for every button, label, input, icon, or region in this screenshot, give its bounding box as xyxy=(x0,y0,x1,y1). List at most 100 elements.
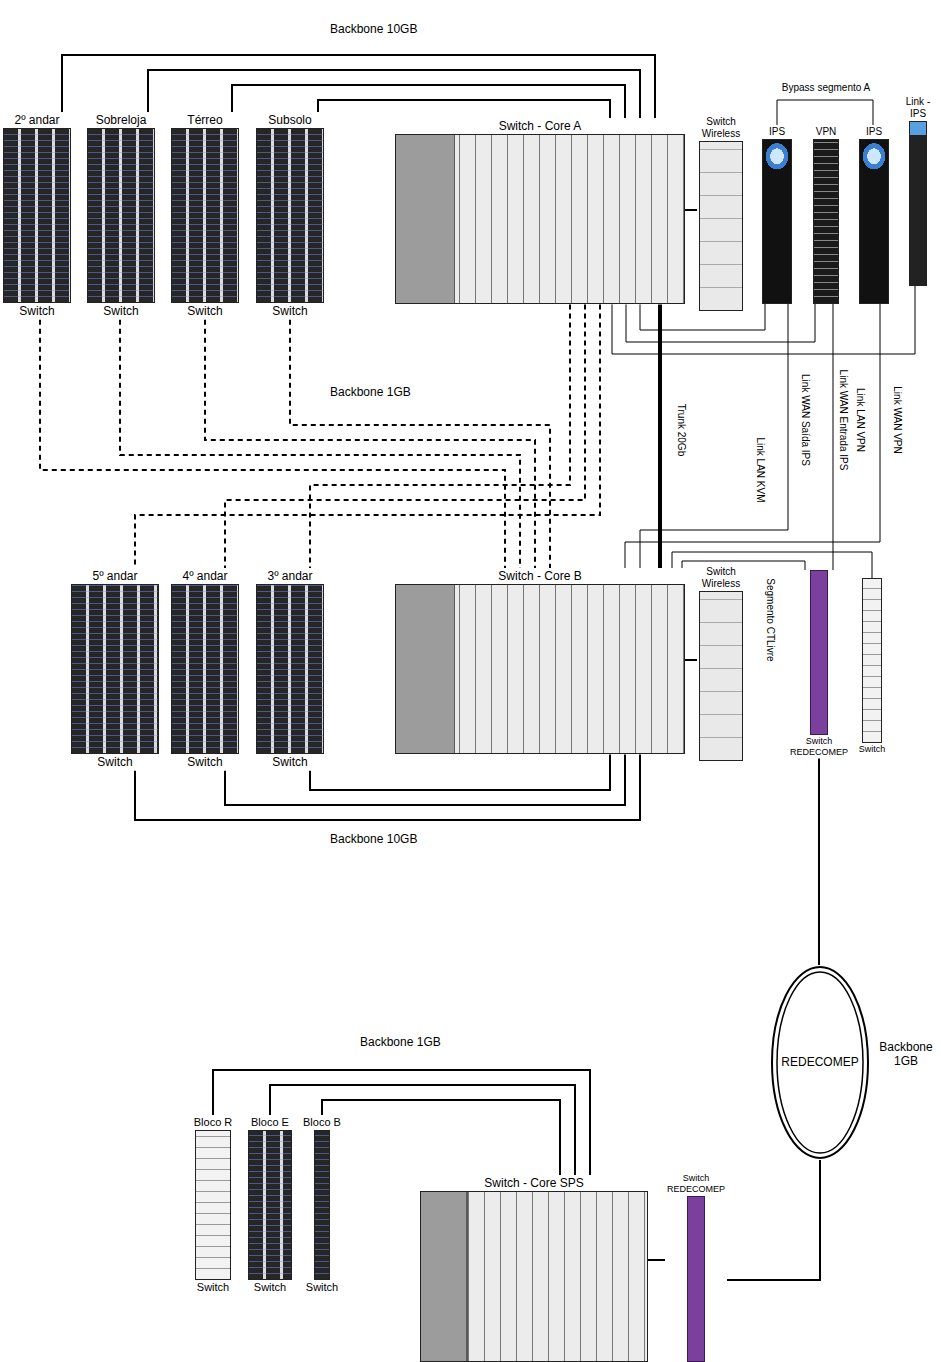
node-label: Switch xyxy=(86,303,156,319)
block-switch: Bloco E Switch xyxy=(244,1115,296,1295)
device-graphic xyxy=(395,134,685,304)
ips-link-device: Link - IPS xyxy=(898,95,938,286)
backbone-link-dashed xyxy=(205,320,535,568)
node-label: 5º andar xyxy=(70,568,160,584)
node-label: Sobreloja xyxy=(86,112,156,128)
node-label: Térreo xyxy=(170,112,240,128)
node-label: Switch - Core SPS xyxy=(420,1175,648,1191)
core-switch: Switch - Core A xyxy=(395,118,685,304)
node-label: 4º andar xyxy=(170,568,240,584)
link-label: Link WAN VPN xyxy=(891,384,903,455)
node-label: Bloco E xyxy=(244,1115,296,1130)
network-link xyxy=(648,1259,665,1261)
node-label: 3º andar xyxy=(255,568,325,584)
link-label: Link LAN KVM xyxy=(754,435,766,504)
device-graphic xyxy=(762,139,792,304)
node-label: Switch REDECOMEP xyxy=(665,1172,727,1196)
link-label: Link WAN Saída IPS xyxy=(799,372,811,468)
floor-switch-stack: 2º andarSwitch xyxy=(2,112,72,320)
device-graphic xyxy=(810,570,828,735)
cloud-ring xyxy=(772,967,868,1158)
backbone-label: Backbone 1GB xyxy=(330,385,411,399)
floor-switch-stack: 5º andarSwitch xyxy=(70,568,160,771)
backbone-link-dashed xyxy=(120,320,520,568)
node-label: Switch xyxy=(70,754,160,770)
backbone-link-dashed xyxy=(40,320,505,568)
node-label: Subsolo xyxy=(255,112,325,128)
network-link xyxy=(135,754,640,820)
ips-appliance: IPS xyxy=(855,125,893,304)
network-link xyxy=(318,100,610,118)
network-link xyxy=(640,304,788,568)
backbone-label: Backbone 1GB xyxy=(876,1040,936,1069)
backbone-label: Backbone 10GB xyxy=(330,832,417,846)
backbone-link-dashed xyxy=(225,304,585,568)
network-link xyxy=(148,70,640,118)
kvm-switch: Switch xyxy=(852,578,892,756)
network-link xyxy=(727,1160,820,1280)
wireless-switch: Switch Wireless xyxy=(697,115,745,311)
floor-switch-stack: 4º andarSwitch xyxy=(170,568,240,771)
node-label: Switch xyxy=(188,1280,238,1295)
floor-switch-stack: SubsoloSwitch xyxy=(255,112,325,320)
device-graphic xyxy=(195,1130,231,1280)
node-label: IPS xyxy=(855,125,893,139)
network-link xyxy=(225,754,625,805)
node-label: Bloco B xyxy=(300,1115,344,1130)
link-label: Bypass segmento A xyxy=(780,82,872,94)
backbone-label: Backbone 10GB xyxy=(330,22,417,36)
network-link xyxy=(672,552,872,578)
node-label: Switch - Core A xyxy=(395,118,685,134)
device-graphic xyxy=(71,584,159,754)
floor-switch-stack: 3º andarSwitch xyxy=(255,568,325,771)
device-graphic xyxy=(171,584,239,754)
network-link xyxy=(685,209,697,211)
backbone-link-dashed xyxy=(310,304,570,568)
node-label: Switch Wireless xyxy=(697,115,745,141)
device-graphic xyxy=(3,128,71,303)
device-graphic xyxy=(862,578,882,743)
link-label: Link WAN Entrada IPS xyxy=(837,368,849,473)
node-label: Bloco R xyxy=(188,1115,238,1130)
network-cloud: REDECOMEP xyxy=(770,965,870,1160)
network-link xyxy=(777,100,873,125)
node-label: Switch xyxy=(170,754,240,770)
network-link xyxy=(682,561,805,570)
node-label: Switch xyxy=(255,303,325,319)
node-label: Switch xyxy=(170,303,240,319)
trunk-link xyxy=(658,304,662,568)
device-graphic xyxy=(699,141,743,311)
network-link xyxy=(62,55,655,118)
device-graphic xyxy=(256,584,324,754)
floor-switch-stack: SobrelojaSwitch xyxy=(86,112,156,320)
vpn-appliance: VPN xyxy=(808,125,844,304)
node-label: Switch xyxy=(244,1280,296,1295)
backbone-link-dashed xyxy=(290,320,550,568)
device-graphic xyxy=(256,128,324,303)
device-graphic xyxy=(813,139,839,304)
node-label: 2º andar xyxy=(2,112,72,128)
node-label: IPS xyxy=(757,125,797,139)
device-graphic xyxy=(909,121,927,286)
core-switch: Switch - Core SPS xyxy=(420,1175,648,1362)
node-label: VPN xyxy=(808,125,844,139)
device-graphic xyxy=(314,1130,330,1280)
node-label: Switch Wireless xyxy=(697,565,745,591)
node-label: Switch xyxy=(255,754,325,770)
network-link xyxy=(833,304,834,570)
device-graphic xyxy=(699,591,743,761)
device-graphic xyxy=(248,1130,292,1280)
wireless-switch: Switch Wireless xyxy=(697,565,745,761)
backbone-label: Backbone 1GB xyxy=(360,1035,441,1049)
floor-switch-stack: TérreoSwitch xyxy=(170,112,240,320)
node-label: REDECOMEP xyxy=(781,1054,858,1070)
node-label: Link - IPS xyxy=(898,95,938,121)
ips-appliance: IPS xyxy=(757,125,797,304)
backbone-link-dashed xyxy=(135,304,600,568)
core-switch: Switch - Core B xyxy=(395,568,685,754)
network-link xyxy=(685,659,697,661)
network-link xyxy=(310,754,610,790)
device-graphic xyxy=(859,139,889,304)
network-link xyxy=(625,304,880,568)
